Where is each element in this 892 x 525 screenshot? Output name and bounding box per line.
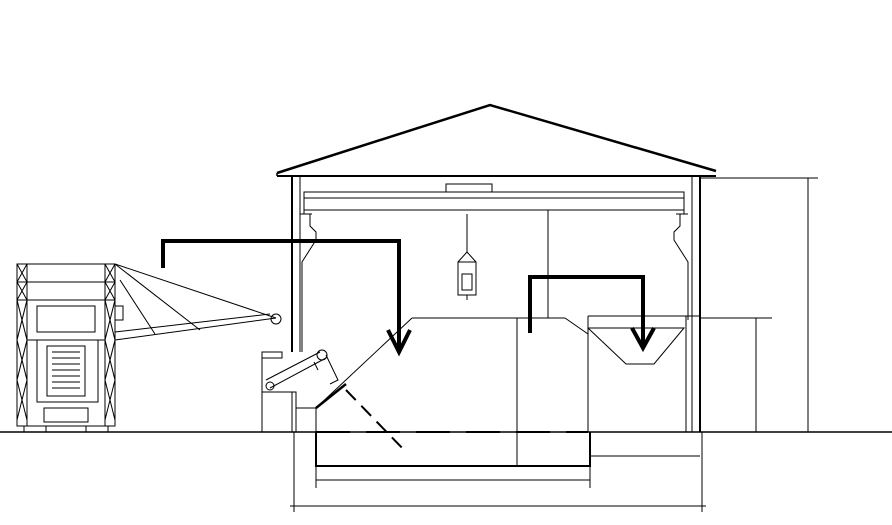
material-flow-arrow-2 [530,277,654,348]
crane-hook-bucket [458,214,476,300]
interior-structure [316,316,700,467]
building-walls [292,176,818,432]
excavator [17,264,123,432]
crane-boom [115,264,281,340]
overhead-crane [300,184,688,352]
underground-pit [316,390,590,466]
material-flow-arrow-1 [163,241,410,352]
conveyor-grab [262,350,338,432]
dimension-lines [290,432,706,512]
building-roof [277,105,716,176]
